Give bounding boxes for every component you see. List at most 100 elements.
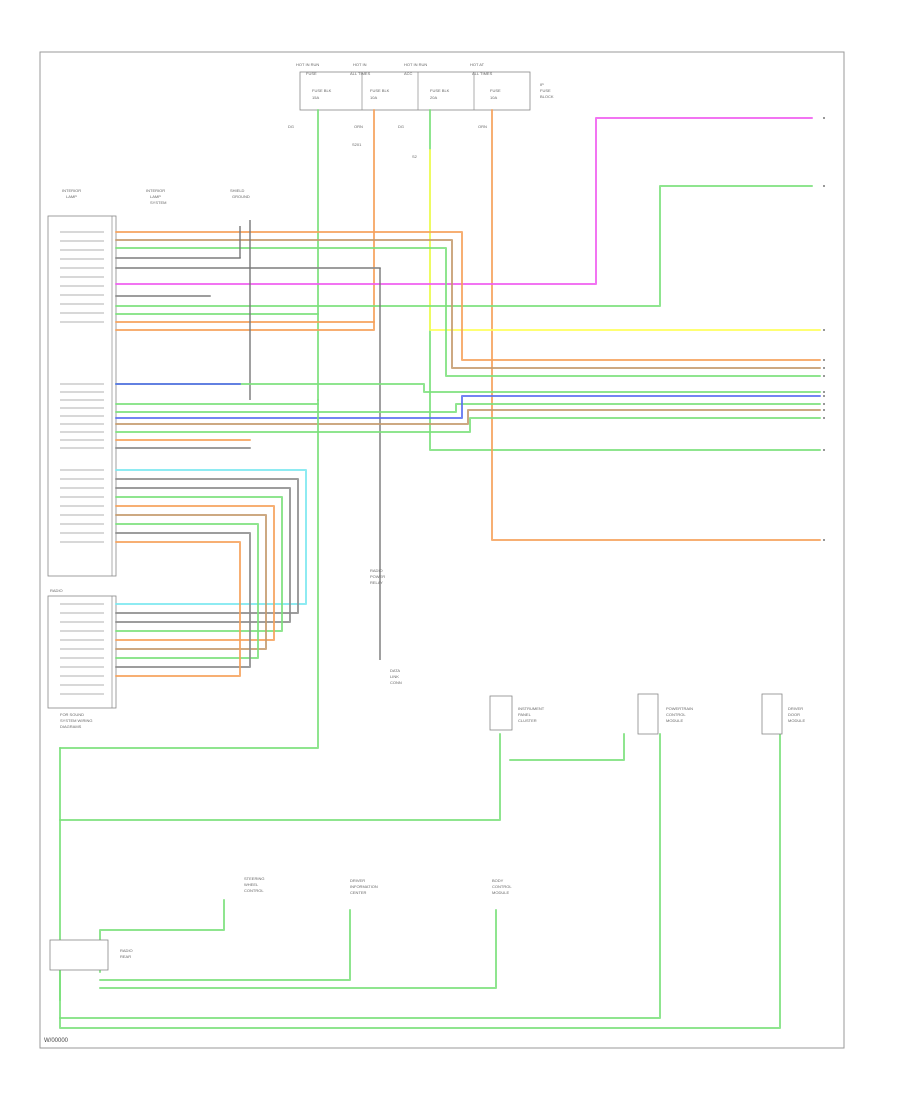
wire-terminal-marker — [823, 395, 825, 397]
svg-text:ALL TIMES: ALL TIMES — [472, 71, 493, 76]
svg-text:FUSE: FUSE — [490, 88, 501, 93]
svg-text:HOT IN RUN: HOT IN RUN — [404, 62, 427, 67]
svg-text:CENTER: CENTER — [350, 890, 367, 895]
svg-text:DOOR: DOOR — [788, 712, 800, 717]
wire-terminal-marker — [823, 409, 825, 411]
wire-terminal-marker — [823, 329, 825, 331]
footer-code: W/00000 — [44, 1038, 69, 1044]
wire-36 — [115, 541, 241, 677]
svg-text:FUSE: FUSE — [306, 71, 317, 76]
wire-10 — [115, 247, 821, 377]
radio-pin-labels — [60, 231, 104, 695]
wire-33 — [115, 514, 267, 650]
svg-text:S2: S2 — [412, 154, 418, 159]
svg-text:POWER: POWER — [370, 574, 385, 579]
wire-terminal-marker — [823, 403, 825, 405]
svg-text:LAMP: LAMP — [66, 194, 77, 199]
svg-text:HOT AT: HOT AT — [470, 62, 485, 67]
svg-text:HOT IN RUN: HOT IN RUN — [296, 62, 319, 67]
svg-text:20A: 20A — [430, 95, 437, 100]
svg-text:ALL TIMES: ALL TIMES — [350, 71, 371, 76]
wire-terminal-marker — [823, 449, 825, 451]
wire-terminal-marker — [823, 185, 825, 187]
svg-text:ORN: ORN — [354, 124, 363, 129]
wire-41 — [59, 733, 661, 1019]
svg-text:FOR SOUND: FOR SOUND — [60, 712, 84, 717]
svg-text:REAR: REAR — [120, 954, 131, 959]
svg-text:FUSE: FUSE — [540, 88, 551, 93]
wire-harness — [59, 109, 821, 1029]
svg-text:RADIO: RADIO — [120, 948, 133, 953]
svg-text:PANEL: PANEL — [518, 712, 532, 717]
wire-2 — [115, 109, 375, 331]
wire-6 — [115, 117, 813, 285]
fuse-block-top: HOT IN RUN HOT IN HOT IN RUN HOT AT FUSE AL… — [288, 62, 554, 159]
wire-40 — [509, 733, 625, 761]
wire-43 — [99, 909, 497, 989]
svg-text:INTERIOR: INTERIOR — [146, 188, 165, 193]
svg-text:LINK: LINK — [390, 674, 399, 679]
wire-39 — [59, 733, 501, 821]
svg-text:15A: 15A — [312, 95, 319, 100]
wire-22 — [115, 403, 821, 413]
right-side-markers — [823, 117, 825, 541]
svg-text:STEERING: STEERING — [244, 876, 264, 881]
svg-text:SYSTEM WIRING: SYSTEM WIRING — [60, 718, 92, 723]
wire-38 — [59, 733, 781, 1029]
svg-text:IP: IP — [540, 82, 544, 87]
wire-5 — [429, 149, 821, 331]
wire-19 — [115, 383, 821, 393]
wire-29 — [115, 478, 299, 614]
svg-text:SYSTEM: SYSTEM — [150, 200, 166, 205]
svg-text:HOT IN: HOT IN — [353, 62, 367, 67]
wire-30 — [115, 487, 291, 623]
svg-text:DG: DG — [398, 124, 404, 129]
wire-31 — [115, 496, 283, 632]
wire-terminal-marker — [823, 391, 825, 393]
wire-23 — [115, 395, 821, 419]
svg-text:10A: 10A — [490, 95, 497, 100]
svg-text:MODULE: MODULE — [666, 718, 683, 723]
svg-text:DIAGRAMS: DIAGRAMS — [60, 724, 82, 729]
svg-text:POWERTRAIN: POWERTRAIN — [666, 706, 693, 711]
svg-text:CONN: CONN — [390, 680, 402, 685]
radio-connector-lower: RADIO — [47, 588, 117, 709]
wire-37 — [59, 399, 319, 749]
wire-44 — [99, 899, 225, 973]
wire-8 — [115, 231, 821, 361]
svg-text:RADIO: RADIO — [370, 568, 383, 573]
svg-text:INFORMATION: INFORMATION — [350, 884, 378, 889]
svg-text:BLOCK: BLOCK — [540, 94, 554, 99]
svg-text:ORN: ORN — [478, 124, 487, 129]
wire-terminal-marker — [823, 359, 825, 361]
wire-7 — [115, 185, 813, 307]
wire-32 — [115, 505, 275, 641]
svg-text:INSTRUMENT: INSTRUMENT — [518, 706, 545, 711]
svg-text:RELAY: RELAY — [370, 580, 383, 585]
wire-terminal-marker — [823, 539, 825, 541]
svg-text:DRIVER: DRIVER — [788, 706, 803, 711]
svg-text:DRIVER: DRIVER — [350, 878, 365, 883]
svg-text:CONTROL: CONTROL — [492, 884, 512, 889]
wire-terminal-marker — [823, 367, 825, 369]
wire-35 — [115, 532, 251, 668]
svg-text:FUSE BLK: FUSE BLK — [370, 88, 390, 93]
svg-text:BODY: BODY — [492, 878, 504, 883]
wire-42 — [99, 909, 351, 981]
svg-text:CLUSTER: CLUSTER — [518, 718, 537, 723]
svg-text:FUSE BLK: FUSE BLK — [312, 88, 332, 93]
svg-text:10A: 10A — [370, 95, 377, 100]
component-boxes — [49, 693, 783, 971]
wire-28 — [115, 469, 307, 605]
svg-text:FUSE BLK: FUSE BLK — [430, 88, 450, 93]
wire-24 — [115, 409, 821, 425]
radio-connector-upper — [47, 215, 117, 577]
svg-text:SHIELD: SHIELD — [230, 188, 245, 193]
svg-text:WHEEL: WHEEL — [244, 882, 259, 887]
wire-34 — [115, 523, 259, 659]
wire-9 — [115, 239, 821, 369]
svg-text:ACC: ACC — [404, 71, 413, 76]
svg-text:INTERIOR: INTERIOR — [62, 188, 81, 193]
